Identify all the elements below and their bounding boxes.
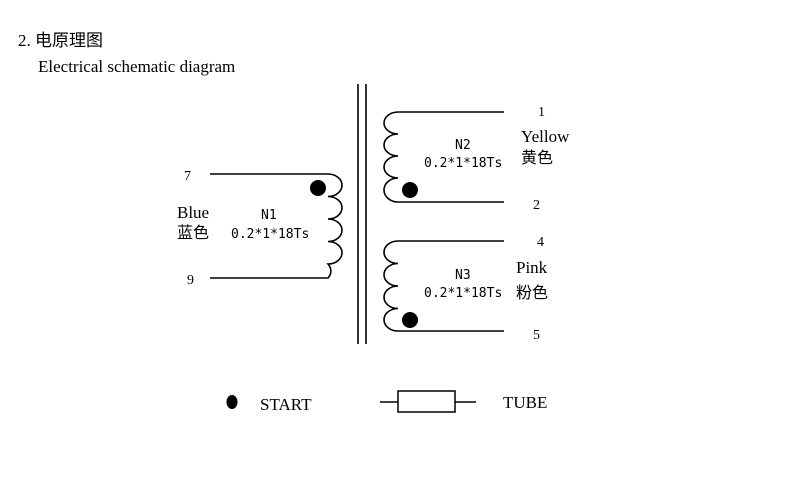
start-dot-icon	[226, 395, 238, 409]
pin-2-label: 2	[533, 198, 540, 213]
tube-icon	[380, 390, 476, 413]
winding-n1	[210, 173, 343, 279]
n2-color-en: Yellow	[521, 127, 570, 146]
n1-color-cn: 蓝色	[177, 224, 209, 242]
start-dot-n1	[310, 180, 326, 196]
n2-spec: 0.2*1*18Ts	[424, 156, 502, 171]
legend: START TUBE	[226, 390, 547, 414]
winding-n3	[383, 240, 504, 332]
transformer-core	[357, 84, 367, 344]
winding-n2	[383, 111, 504, 203]
pin-7-label: 7	[184, 169, 191, 184]
start-dot-n2	[402, 182, 418, 198]
n1-spec: 0.2*1*18Ts	[231, 227, 309, 242]
n3-color-cn: 粉色	[516, 284, 548, 302]
pin-4-label: 4	[537, 235, 544, 250]
section-title: 2. 电原理图	[18, 31, 103, 50]
pin-1-label: 1	[538, 105, 545, 120]
n2-color-cn: 黄色	[521, 149, 553, 167]
pin-5-label: 5	[533, 328, 540, 343]
pin-9-label: 9	[187, 273, 194, 288]
n1-name: N1	[261, 208, 277, 223]
n1-color-en: Blue	[177, 203, 209, 222]
legend-start-label: START	[260, 395, 312, 414]
diagram-subtitle: Electrical schematic diagram	[38, 57, 235, 76]
start-dot-n3	[402, 312, 418, 328]
n3-color-en: Pink	[516, 258, 548, 277]
n3-name: N3	[455, 268, 471, 283]
n3-spec: 0.2*1*18Ts	[424, 286, 502, 301]
legend-tube-label: TUBE	[503, 393, 547, 412]
n2-name: N2	[455, 138, 471, 153]
